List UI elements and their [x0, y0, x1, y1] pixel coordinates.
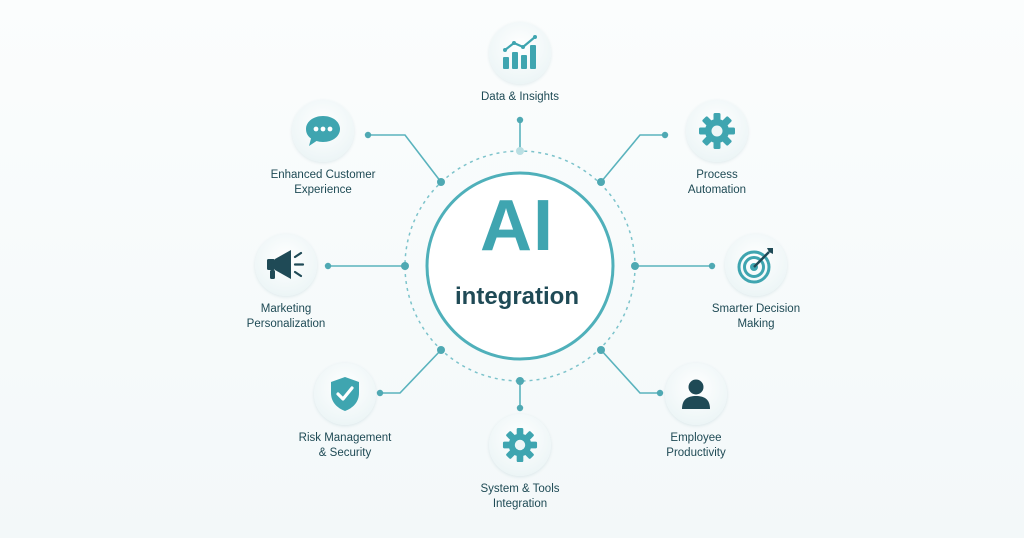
ring-dot-bottom-right	[597, 346, 605, 354]
node-label: Marketing Personalization	[201, 302, 371, 332]
node-label-line: Automation	[687, 184, 747, 196]
connector-top-right	[600, 134, 665, 183]
end-dot-top-right	[661, 131, 669, 139]
gear-icon	[686, 100, 748, 162]
end-dot-bottom-left	[376, 389, 384, 397]
target-icon	[725, 234, 787, 296]
person-icon	[665, 363, 727, 425]
node-label: Smarter Decision Making	[671, 302, 841, 332]
node-label-line: System & Tools	[480, 483, 560, 495]
end-dot-top	[516, 116, 524, 124]
node-label: Enhanced Customer Experience	[238, 168, 408, 198]
end-dot-bottom	[516, 404, 524, 412]
ring-dot-bottom	[516, 377, 524, 385]
node-label-line: Marketing	[260, 303, 312, 315]
ring-dot-right	[631, 262, 639, 270]
shield-check-icon	[314, 363, 376, 425]
node-label-line: Productivity	[666, 447, 726, 459]
node-smarter-decision-making: Smarter Decision Making	[671, 234, 841, 332]
node-label-line: Data & Insights	[481, 91, 559, 103]
node-label-line: Making	[737, 318, 775, 330]
node-label-line: Experience	[294, 184, 352, 196]
node-system-tools-integration: System & Tools Integration	[435, 414, 605, 512]
node-label: Data & Insights	[435, 90, 605, 105]
node-marketing-personalization: Marketing Personalization	[201, 234, 371, 332]
node-label: System & Tools Integration	[435, 482, 605, 512]
node-enhanced-customer-experience: Enhanced Customer Experience	[238, 100, 408, 198]
node-label-line: Employee	[670, 432, 722, 444]
chat-bubble-icon	[292, 100, 354, 162]
center-title: AI	[480, 186, 554, 266]
node-label: Process Automation	[632, 168, 802, 198]
ring-dot-bottom-left	[437, 346, 445, 354]
ring-dot-left	[401, 262, 409, 270]
node-process-automation: Process Automation	[632, 100, 802, 198]
node-label: Risk Management & Security	[260, 431, 430, 461]
end-dot-right	[708, 262, 716, 270]
node-data-insights: Data & Insights	[435, 22, 605, 105]
ring-dot-top-right	[597, 178, 605, 186]
ring-dot-top	[516, 147, 524, 155]
node-label-line: Smarter Decision	[711, 303, 801, 315]
node-label-line: Enhanced Customer	[270, 169, 376, 181]
node-label: Employee Productivity	[611, 431, 781, 461]
node-label-line: Risk Management	[298, 432, 392, 444]
end-dot-left	[324, 262, 332, 270]
ring-dot-top-left	[437, 178, 445, 186]
node-label-line: Integration	[492, 498, 548, 510]
center-subtitle: integration	[455, 283, 579, 310]
node-label-line: Process	[696, 169, 738, 181]
bar-chart-icon	[489, 22, 551, 84]
connector-top-left	[368, 134, 442, 183]
inner-solid-ring	[425, 171, 615, 361]
gear-icon	[489, 414, 551, 476]
connector-bottom-right	[600, 349, 660, 394]
end-dot-top-left	[364, 131, 372, 139]
node-risk-management-security: Risk Management & Security	[260, 363, 430, 461]
node-label-line: & Security	[318, 447, 372, 459]
connector-bottom-left	[380, 349, 442, 394]
node-label-line: Personalization	[246, 318, 326, 330]
node-employee-productivity: Employee Productivity	[611, 363, 781, 461]
megaphone-icon	[255, 234, 317, 296]
end-dot-bottom-right	[656, 389, 664, 397]
